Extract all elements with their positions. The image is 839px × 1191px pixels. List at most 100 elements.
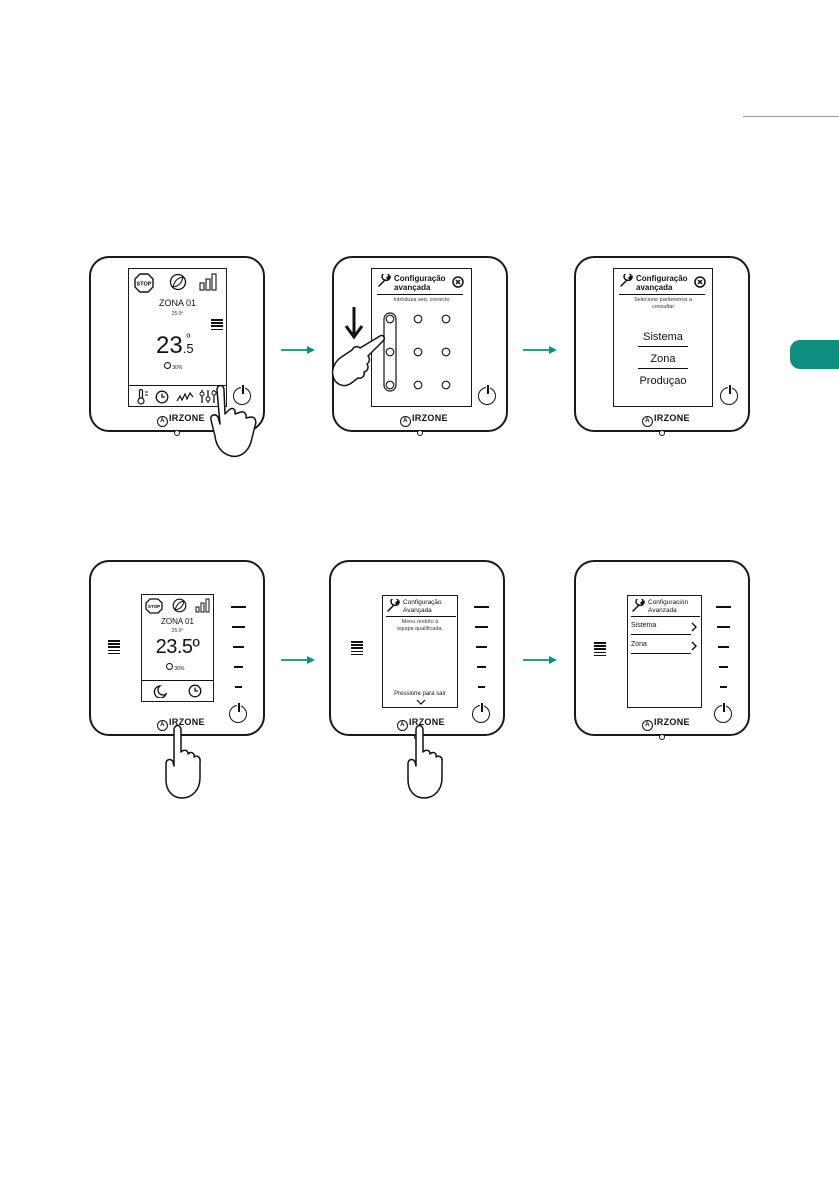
setpoint: 25.0º	[171, 628, 184, 634]
fan-bars-icon[interactable]	[351, 641, 363, 657]
side-button-5[interactable]	[720, 686, 727, 688]
pattern-grid[interactable]	[377, 309, 469, 401]
title-rule	[377, 294, 463, 295]
wrench-icon	[632, 599, 645, 612]
temperature: 23.5º	[155, 636, 200, 658]
settings-sliders-icon[interactable]	[198, 388, 222, 405]
side-button-1[interactable]	[716, 606, 731, 608]
menu-option-sistema[interactable]: Sistema	[631, 622, 657, 629]
header-rule	[743, 116, 839, 117]
divider	[142, 680, 213, 682]
side-button-3[interactable]	[718, 646, 729, 648]
side-button-1[interactable]	[474, 606, 489, 608]
power-icon[interactable]	[229, 703, 247, 723]
drop-icon	[166, 663, 173, 670]
power-icon[interactable]	[720, 385, 738, 405]
fan-bars-icon[interactable]	[211, 319, 223, 332]
side-button-5[interactable]	[235, 686, 242, 688]
humidity: 30%	[166, 663, 184, 672]
side-button-3[interactable]	[476, 646, 487, 648]
menu-option-zona[interactable]: Zona	[631, 641, 647, 648]
thermometer-icon[interactable]	[136, 389, 150, 405]
wave-icon[interactable]	[176, 391, 194, 403]
logo-mark-icon: A	[157, 720, 168, 731]
option-divider	[631, 653, 691, 654]
clock-icon[interactable]	[188, 684, 202, 698]
setpoint: 25.0º	[171, 311, 184, 317]
wrench-icon	[378, 274, 391, 287]
stop-icon: STOP	[134, 273, 154, 293]
zone-name: ZONA 01	[161, 617, 194, 626]
wrench-icon	[620, 274, 633, 287]
option-divider	[631, 634, 691, 635]
side-button-5[interactable]	[478, 686, 485, 688]
menu-option-producao[interactable]: Produçao	[639, 375, 687, 387]
device-stand	[659, 734, 665, 740]
signal-bars-icon	[199, 273, 217, 291]
thermostat-screen: STOP ZONA 01 25.0º 23.5º 30%	[141, 594, 214, 702]
thermostat-screen: STOP ZONA 01 25.0º 23.5º 30%	[128, 268, 227, 407]
leaf-icon	[169, 273, 187, 291]
stop-icon: STOP	[145, 598, 163, 614]
humidity: 30%	[164, 362, 182, 371]
power-icon[interactable]	[714, 703, 732, 723]
side-button-4[interactable]	[234, 666, 243, 668]
pointing-hand-icon	[407, 724, 443, 799]
side-button-2[interactable]	[475, 626, 488, 628]
clock-icon[interactable]	[155, 390, 169, 404]
down-arrow-icon	[344, 307, 364, 340]
divider	[129, 385, 226, 387]
chevron-right-icon[interactable]	[691, 641, 698, 651]
side-button-2[interactable]	[717, 626, 730, 628]
power-icon[interactable]	[472, 703, 490, 723]
side-button-4[interactable]	[477, 666, 486, 668]
side-button-4[interactable]	[719, 666, 728, 668]
device-stand	[659, 430, 665, 436]
pointing-hand-icon	[165, 724, 201, 799]
side-button-1[interactable]	[231, 606, 246, 608]
chevron-right-icon[interactable]	[691, 622, 698, 632]
menu-option-sistema[interactable]: Sistema	[643, 331, 683, 343]
power-icon[interactable]	[478, 385, 496, 405]
fan-bars-icon[interactable]	[108, 640, 120, 656]
side-button-2[interactable]	[232, 626, 245, 628]
logo-mark-icon: A	[642, 416, 653, 427]
menu-option-zona[interactable]: Zona	[650, 353, 676, 365]
drop-icon	[164, 362, 171, 369]
title-rule	[631, 616, 700, 617]
device-stand	[417, 430, 423, 436]
moon-icon[interactable]	[153, 684, 169, 698]
chevron-down-icon[interactable]	[416, 699, 426, 705]
close-circle-icon[interactable]	[694, 276, 706, 288]
wrench-icon	[387, 599, 400, 612]
power-icon[interactable]	[233, 385, 251, 405]
fan-bars-icon[interactable]	[594, 642, 606, 658]
title-rule	[386, 616, 456, 617]
section-tab	[790, 340, 839, 369]
svg-text:STOP: STOP	[148, 604, 160, 609]
svg-text:STOP: STOP	[137, 282, 152, 288]
logo-mark-icon: A	[397, 720, 408, 731]
close-circle-icon[interactable]	[452, 276, 464, 288]
next-arrow-icon	[281, 346, 315, 354]
option-divider	[638, 368, 688, 369]
option-divider	[638, 346, 688, 347]
next-arrow-icon	[281, 656, 315, 664]
next-arrow-icon	[523, 656, 557, 664]
side-button-3[interactable]	[233, 646, 244, 648]
exit-hint[interactable]: Pressione para sair	[394, 691, 446, 697]
